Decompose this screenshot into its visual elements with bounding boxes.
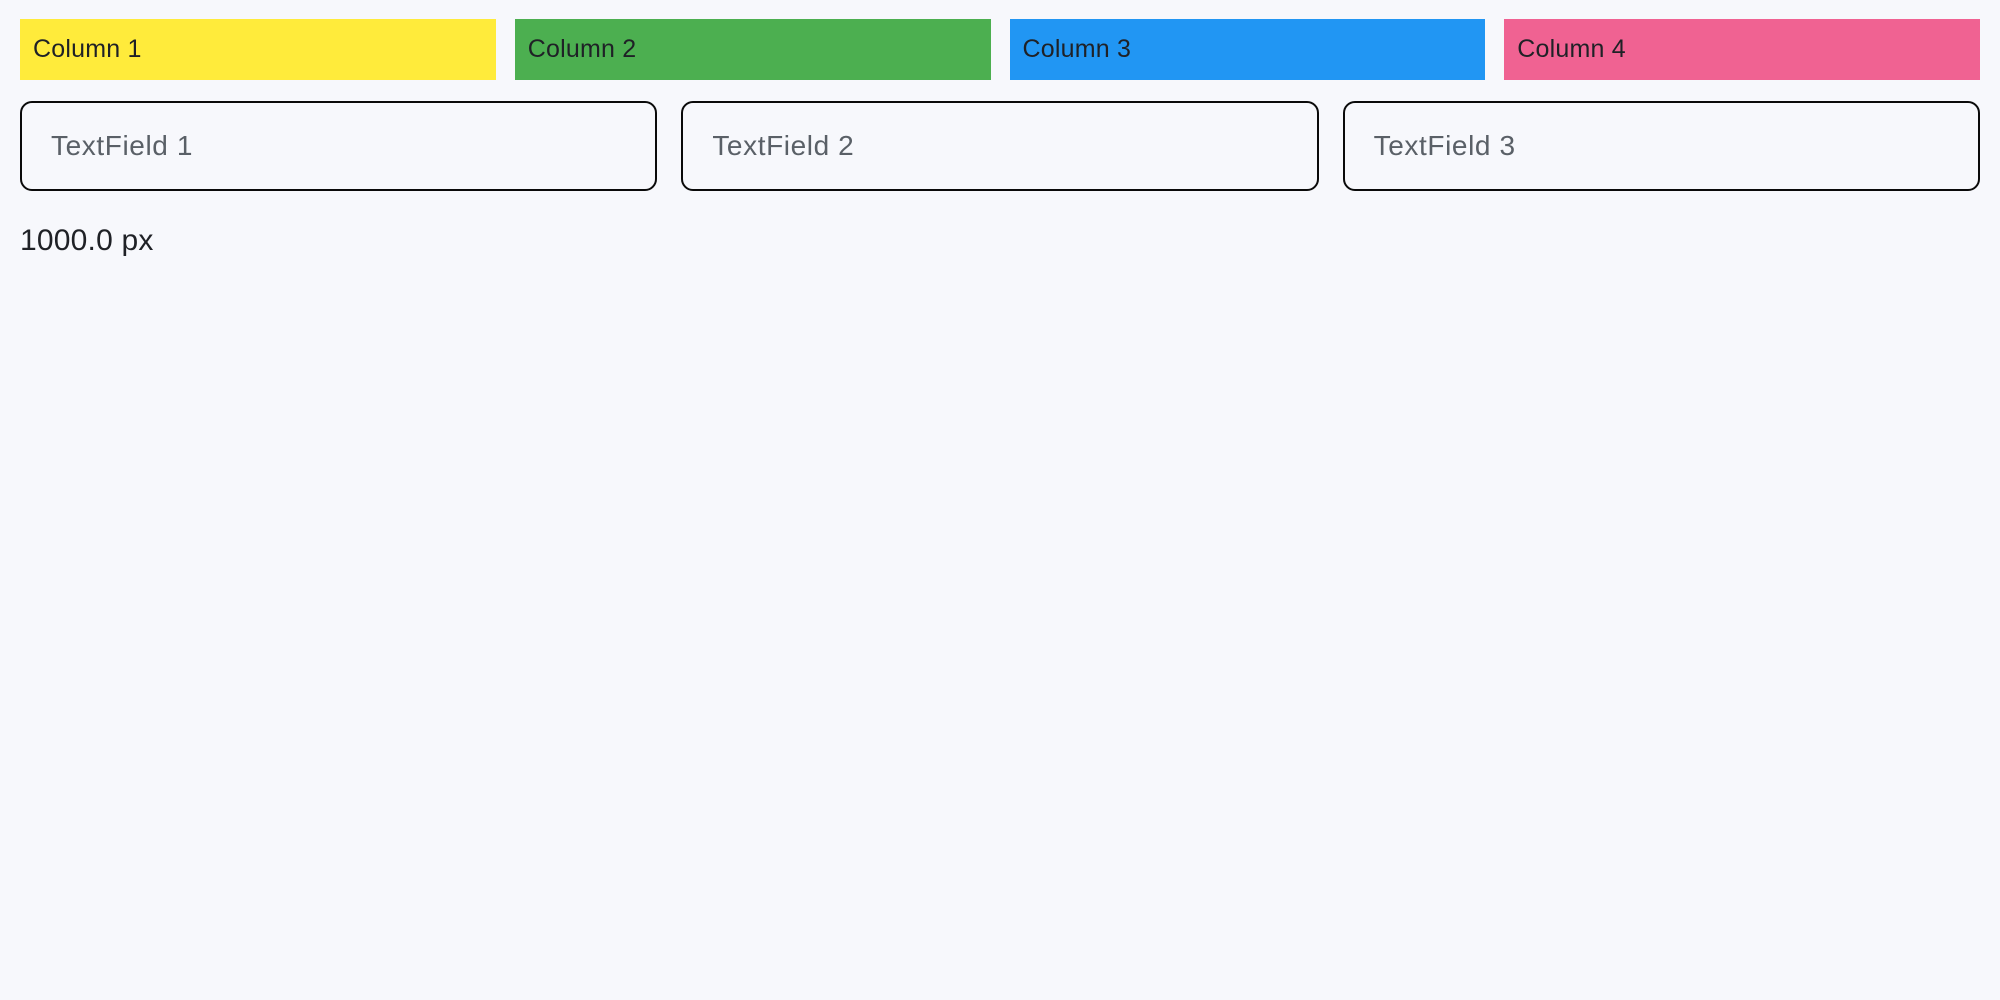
textfield-3[interactable] xyxy=(1342,101,1980,191)
textfields-row xyxy=(20,101,1980,191)
column-1-label: Column 1 xyxy=(33,35,142,63)
column-4: Column 4 xyxy=(1504,19,1980,80)
columns-row: Column 1 Column 2 Column 3 Column 4 xyxy=(20,19,1980,80)
column-1: Column 1 xyxy=(20,19,496,80)
column-4-label: Column 4 xyxy=(1517,35,1626,63)
column-2-label: Column 2 xyxy=(527,35,637,63)
column-3: Column 3 xyxy=(1009,19,1486,80)
width-readout: 1000.0 px xyxy=(20,224,154,257)
textfield-2[interactable] xyxy=(681,101,1319,191)
column-2: Column 2 xyxy=(514,19,991,80)
column-3-label: Column 3 xyxy=(1022,35,1132,63)
textfield-1[interactable] xyxy=(20,101,658,191)
